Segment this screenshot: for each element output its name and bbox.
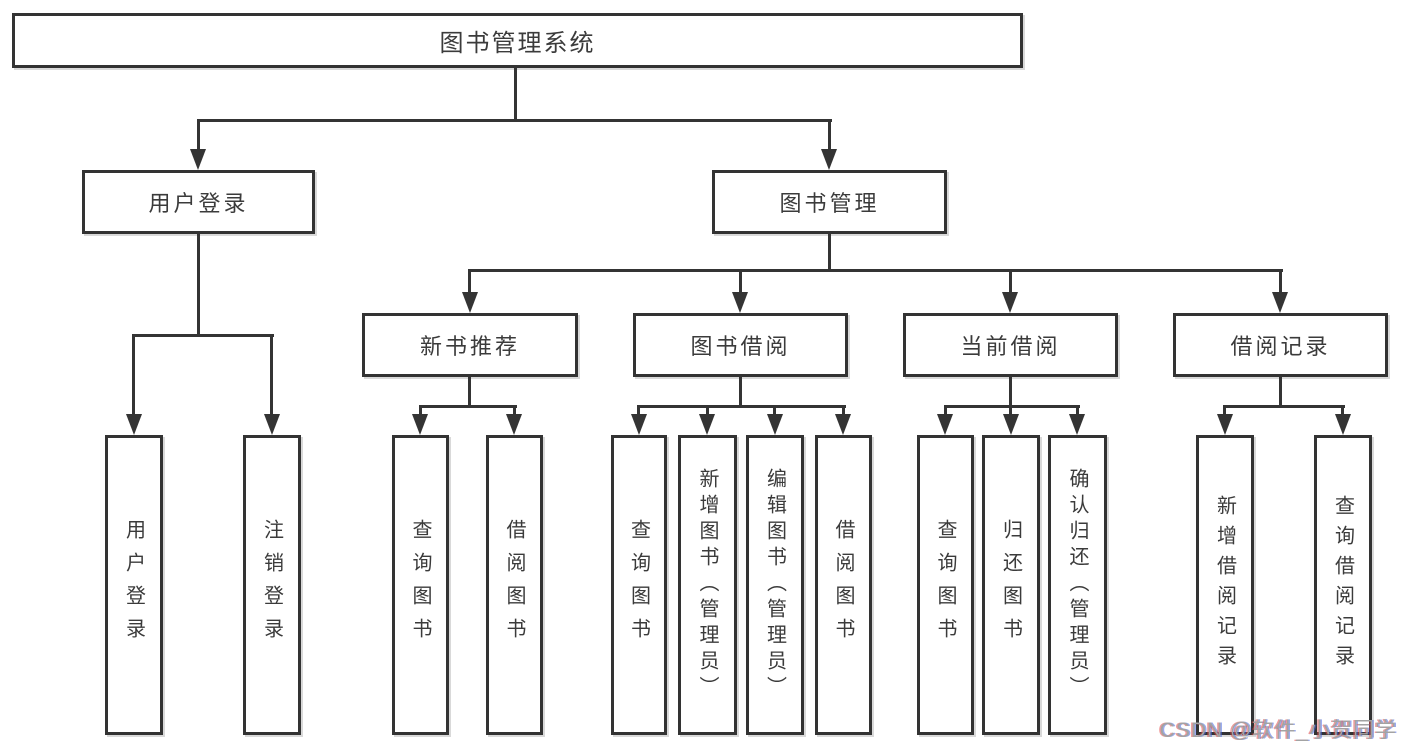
- arrow-down-icon: [506, 414, 522, 435]
- node-library-management-system: 图书管理系统: [12, 13, 1023, 68]
- connector-line: [944, 405, 1080, 408]
- node-user-login: 用户登录: [82, 170, 315, 234]
- connector-line: [842, 405, 845, 416]
- connector-line: [132, 334, 274, 337]
- connector-line: [637, 405, 640, 416]
- leaf-query-books-recommend: 查询图书: [392, 435, 449, 735]
- leaf-query-books-current: 查询图书: [917, 435, 974, 735]
- arrow-down-icon: [767, 414, 783, 435]
- connector-line: [828, 119, 831, 152]
- connector-line: [637, 405, 846, 408]
- connector-line: [944, 405, 947, 416]
- leaf-query-books-borrowing: 查询图书: [611, 435, 667, 735]
- connector-line: [1223, 405, 1226, 416]
- connector-line: [1009, 405, 1012, 416]
- connector-line: [739, 377, 742, 408]
- connector-line: [1279, 269, 1282, 294]
- arrow-down-icon: [732, 292, 748, 313]
- leaf-borrow-books-recommend: 借阅图书: [486, 435, 543, 735]
- leaf-edit-books-admin: 编辑图书（管理员）: [746, 435, 804, 735]
- arrow-down-icon: [412, 414, 428, 435]
- arrow-down-icon: [1003, 414, 1019, 435]
- connector-line: [197, 234, 200, 337]
- node-new-book-recommend: 新书推荐: [362, 313, 578, 377]
- connector-line: [132, 334, 135, 416]
- connector-line: [468, 269, 1283, 272]
- arrow-down-icon: [462, 292, 478, 313]
- csdn-watermark: CSDN @软件_小贺同学: [1159, 719, 1397, 742]
- connector-line: [773, 405, 776, 416]
- leaf-user-login: 用户登录: [105, 435, 163, 735]
- leaf-add-books-admin: 新增图书（管理员）: [678, 435, 737, 735]
- connector-line: [739, 269, 742, 294]
- leaf-add-borrow-record: 新增借阅记录: [1196, 435, 1254, 735]
- leaf-query-borrow-record: 查询借阅记录: [1314, 435, 1372, 735]
- connector-line: [1279, 377, 1282, 408]
- arrow-down-icon: [835, 414, 851, 435]
- node-book-borrowing: 图书借阅: [633, 313, 848, 377]
- connector-line: [197, 119, 200, 152]
- leaf-confirm-return-admin: 确认归还（管理员）: [1048, 435, 1107, 735]
- connector-line: [513, 405, 516, 416]
- connector-line: [514, 66, 517, 122]
- node-book-management: 图书管理: [712, 170, 947, 234]
- connector-line: [1341, 405, 1344, 416]
- connector-line: [828, 234, 831, 272]
- leaf-return-books: 归还图书: [982, 435, 1040, 735]
- arrow-down-icon: [1272, 292, 1288, 313]
- arrow-down-icon: [699, 414, 715, 435]
- connector-line: [1223, 405, 1345, 408]
- connector-line: [468, 377, 471, 408]
- connector-line: [1009, 269, 1012, 294]
- arrow-down-icon: [1002, 292, 1018, 313]
- arrow-down-icon: [631, 414, 647, 435]
- connector-line: [1009, 377, 1012, 408]
- arrow-down-icon: [821, 149, 837, 170]
- connector-line: [419, 405, 517, 408]
- connector-line: [1076, 405, 1079, 416]
- arrow-down-icon: [190, 149, 206, 170]
- arrow-down-icon: [1217, 414, 1233, 435]
- leaf-logout: 注销登录: [243, 435, 301, 735]
- arrow-down-icon: [1335, 414, 1351, 435]
- connector-line: [197, 119, 832, 122]
- connector-line: [706, 405, 709, 416]
- leaf-borrow-books-borrowing: 借阅图书: [815, 435, 872, 735]
- arrow-down-icon: [937, 414, 953, 435]
- arrow-down-icon: [126, 414, 142, 435]
- node-borrowing-records: 借阅记录: [1173, 313, 1388, 377]
- connector-line: [270, 334, 273, 416]
- arrow-down-icon: [264, 414, 280, 435]
- arrow-down-icon: [1069, 414, 1085, 435]
- connector-line: [468, 269, 471, 294]
- node-current-borrowing: 当前借阅: [903, 313, 1118, 377]
- connector-line: [419, 405, 422, 416]
